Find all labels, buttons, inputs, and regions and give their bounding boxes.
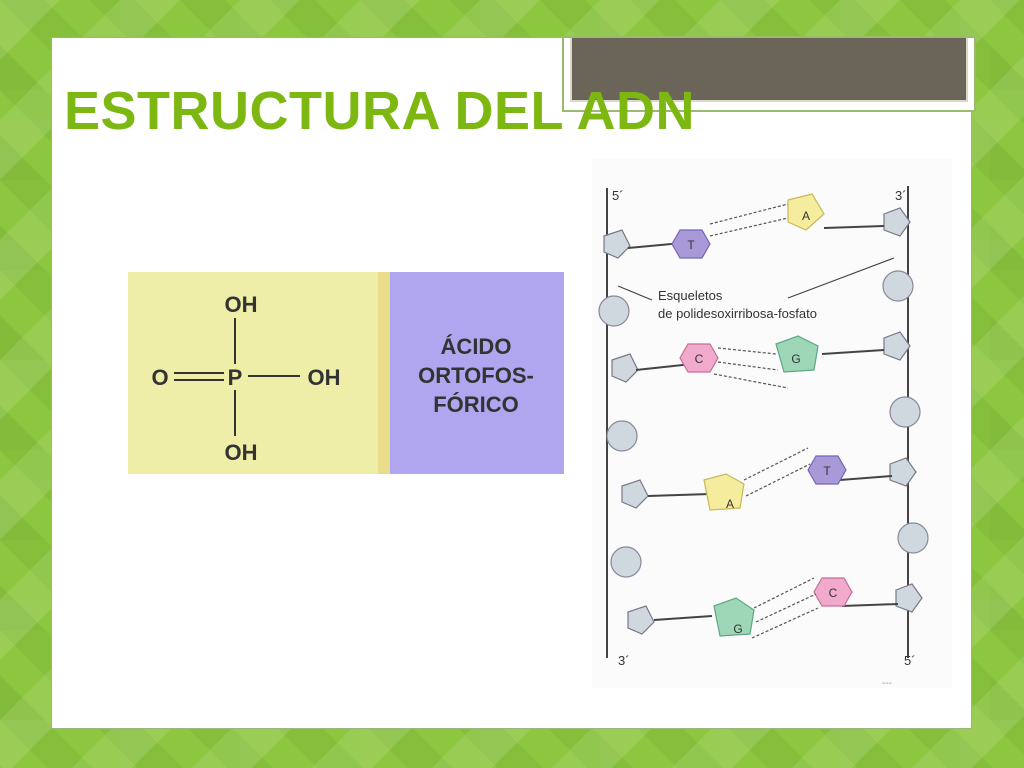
hydrogen-bond xyxy=(709,203,789,225)
sugar-pentagon xyxy=(889,457,917,487)
phosphate-circle xyxy=(598,295,630,327)
rung-line xyxy=(635,363,693,371)
sugar-pentagon xyxy=(627,605,655,635)
formula-oh-bottom: OH xyxy=(225,440,258,465)
hydrogen-bond xyxy=(753,577,815,609)
hydrogen-bond xyxy=(713,373,789,389)
callout-line-left xyxy=(617,285,653,301)
title-tab-decoration xyxy=(562,36,976,112)
phosphate-circle xyxy=(897,522,929,554)
phosphate-circle xyxy=(889,396,921,428)
formula-oh-right: OH xyxy=(308,365,341,390)
phosphate-circle xyxy=(610,546,642,578)
hydrogen-bond xyxy=(751,607,819,639)
sugar-pentagon xyxy=(603,229,631,259)
base-left-shape xyxy=(703,473,745,511)
phosphate-circle xyxy=(606,420,638,452)
hydrogen-bond xyxy=(709,217,789,237)
base-right-label: G xyxy=(791,352,800,366)
base-right-shape xyxy=(813,577,853,607)
label-5prime-top-left: 5´ xyxy=(612,188,624,203)
caption-line-2: ORTOFOS- xyxy=(418,363,534,388)
hydrogen-bond xyxy=(717,361,779,371)
sugar-pentagon xyxy=(621,479,649,509)
caption-line-3: FÓRICO xyxy=(433,392,519,417)
sugar-pentagon xyxy=(883,331,911,361)
title-tab-fill xyxy=(570,38,968,102)
footer-mark: --- xyxy=(882,678,892,688)
base-right-shape xyxy=(787,193,825,231)
rung-line xyxy=(647,493,711,497)
caption-line-1: ÁCIDO xyxy=(441,334,512,359)
base-left-label: G xyxy=(733,622,742,636)
base-left-label: T xyxy=(687,238,695,252)
base-left-label: A xyxy=(726,497,734,511)
base-right-label: C xyxy=(829,586,838,600)
label-3prime-top-right: 3´ xyxy=(895,188,907,203)
formula-oh-top: OH xyxy=(225,292,258,317)
caption-panel xyxy=(390,272,564,474)
label-5prime-bottom-right: 5´ xyxy=(904,653,916,668)
base-right-shape xyxy=(775,335,819,373)
phosphoric-acid-figure: OH O P OH OH ÁCIDO ORTOFOS- FÓRICO xyxy=(128,272,564,474)
hydrogen-bond xyxy=(755,593,817,623)
rung-line xyxy=(841,603,899,607)
sugar-pentagon xyxy=(883,207,911,237)
rung-line xyxy=(653,615,713,621)
base-left-shape xyxy=(679,343,719,373)
slide-title: ESTRUCTURA DEL ADN xyxy=(64,81,696,141)
base-right-label: A xyxy=(802,209,810,223)
backbone-label-line-1: Esqueletos xyxy=(658,288,723,303)
formula-oxygen: O xyxy=(151,365,168,390)
rung-line xyxy=(823,225,885,229)
callout-line-right xyxy=(787,257,895,299)
base-left-label: C xyxy=(695,352,704,366)
rung-line xyxy=(839,475,893,481)
base-right-shape xyxy=(807,455,847,485)
label-3prime-bottom-left: 3´ xyxy=(618,653,630,668)
rung-line xyxy=(821,349,885,355)
sugar-pentagon xyxy=(611,353,639,383)
base-left-shape xyxy=(671,229,711,259)
hydrogen-bond xyxy=(745,463,811,497)
hydrogen-bond xyxy=(743,447,809,481)
formula-panel xyxy=(128,272,390,474)
formula-phosphorus: P xyxy=(228,365,243,390)
base-right-label: T xyxy=(823,464,831,478)
dna-structure-diagram: 5´ 3´ 3´ 5´ T A Esqueletos de polideso xyxy=(592,158,952,688)
backbone-label-line-2: de polidesoxirribosa-fosfato xyxy=(658,306,817,321)
panel-edge xyxy=(378,272,392,474)
base-left-shape xyxy=(713,597,755,637)
phosphate-circle xyxy=(882,270,914,302)
